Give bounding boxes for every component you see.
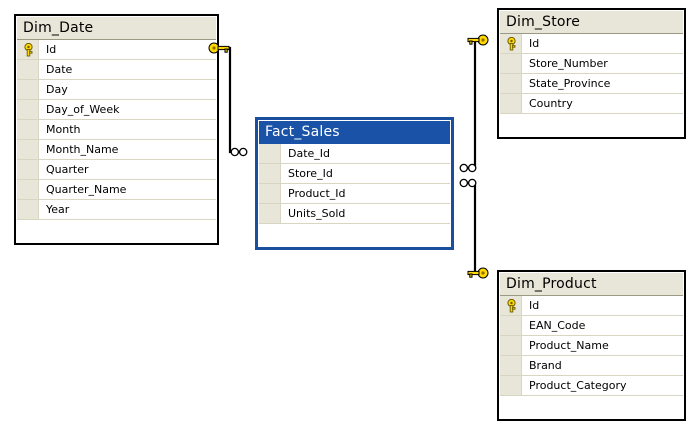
row-gutter (17, 220, 39, 242)
row-gutter[interactable] (17, 40, 39, 59)
primary-key-icon (507, 299, 516, 313)
column-name: Store_Number (529, 57, 608, 70)
column-name-empty (39, 220, 216, 242)
column-name: Quarter_Name (46, 183, 127, 196)
table-row[interactable]: Country (500, 94, 683, 114)
column-name: Product_Id (288, 187, 346, 200)
column-name: Month_Name (46, 143, 119, 156)
table-row[interactable]: Id (17, 40, 216, 60)
table-row-empty[interactable] (17, 220, 216, 242)
table-row[interactable]: Brand (500, 356, 683, 376)
table-row-empty[interactable] (500, 114, 683, 136)
column-name: Id (529, 37, 540, 50)
table-row[interactable]: Id (500, 296, 683, 316)
column-name: Day (46, 83, 68, 96)
table-row[interactable]: EAN_Code (500, 316, 683, 336)
table-row[interactable]: Date (17, 60, 216, 80)
column-name: Units_Sold (288, 207, 346, 220)
column-name: Id (46, 43, 57, 56)
table-row[interactable]: Date_Id (259, 144, 450, 164)
relationship-dim-product-fact-sales[interactable] (459, 178, 489, 279)
row-gutter[interactable] (17, 120, 39, 139)
table-row[interactable]: Day_of_Week (17, 100, 216, 120)
row-gutter[interactable] (500, 376, 522, 395)
column-name-empty (281, 224, 450, 246)
table-row[interactable]: Quarter_Name (17, 180, 216, 200)
table-title-dim_store[interactable]: Dim_Store (500, 11, 683, 34)
row-gutter[interactable] (500, 94, 522, 113)
column-name: State_Province (529, 77, 611, 90)
table-row[interactable]: Product_Category (500, 376, 683, 396)
table-row[interactable]: Units_Sold (259, 204, 450, 224)
table-title-dim_date[interactable]: Dim_Date (17, 17, 216, 40)
row-gutter[interactable] (17, 200, 39, 219)
row-gutter[interactable] (259, 184, 281, 203)
many-symbol-product (459, 178, 477, 188)
row-gutter[interactable] (500, 316, 522, 335)
column-name: Date_Id (288, 147, 331, 160)
table-title-fact_sales[interactable]: Fact_Sales (259, 121, 450, 144)
column-name: EAN_Code (529, 319, 586, 332)
row-gutter[interactable] (17, 160, 39, 179)
column-name: Month (46, 123, 81, 136)
table-row[interactable]: State_Province (500, 74, 683, 94)
table-row[interactable]: Month (17, 120, 216, 140)
row-gutter[interactable] (259, 164, 281, 183)
primary-key-icon (24, 43, 33, 57)
column-name: Day_of_Week (46, 103, 120, 116)
primary-key-icon (507, 37, 516, 51)
column-name: Year (46, 203, 70, 216)
table-row[interactable]: Store_Id (259, 164, 450, 184)
table-row[interactable]: Product_Id (259, 184, 450, 204)
column-name-empty (522, 114, 683, 136)
table-row-empty[interactable] (500, 396, 683, 418)
row-gutter (500, 396, 522, 418)
table-title-dim_product[interactable]: Dim_Product (500, 273, 683, 296)
table-row[interactable]: Quarter (17, 160, 216, 180)
row-gutter[interactable] (500, 74, 522, 93)
row-gutter[interactable] (500, 356, 522, 375)
row-gutter[interactable] (500, 34, 522, 53)
row-gutter (259, 224, 281, 246)
row-gutter[interactable] (500, 336, 522, 355)
table-row[interactable]: Year (17, 200, 216, 220)
relationship-dim-store-fact-sales[interactable] (459, 34, 489, 173)
row-gutter[interactable] (17, 100, 39, 119)
row-gutter[interactable] (17, 140, 39, 159)
row-gutter (500, 114, 522, 136)
many-symbol-date (230, 147, 248, 157)
row-gutter[interactable] (259, 204, 281, 223)
many-symbol-store (459, 163, 477, 173)
row-gutter[interactable] (17, 60, 39, 79)
table-row[interactable]: Store_Number (500, 54, 683, 74)
table-row[interactable]: Day (17, 80, 216, 100)
column-name-empty (522, 396, 683, 418)
table-row[interactable]: Product_Name (500, 336, 683, 356)
row-gutter[interactable] (17, 80, 39, 99)
row-gutter[interactable] (500, 296, 522, 315)
column-name: Country (529, 97, 573, 110)
table-row[interactable]: Month_Name (17, 140, 216, 160)
column-name: Brand (529, 359, 562, 372)
row-gutter[interactable] (17, 180, 39, 199)
row-gutter[interactable] (259, 144, 281, 163)
column-name: Date (46, 63, 73, 76)
column-name: Store_Id (288, 167, 333, 180)
row-gutter[interactable] (500, 54, 522, 73)
column-name: Quarter (46, 163, 89, 176)
table-row[interactable]: Id (500, 34, 683, 54)
column-name: Product_Category (529, 379, 627, 392)
column-name: Id (529, 299, 540, 312)
column-name: Product_Name (529, 339, 609, 352)
table-row-empty[interactable] (259, 224, 450, 246)
